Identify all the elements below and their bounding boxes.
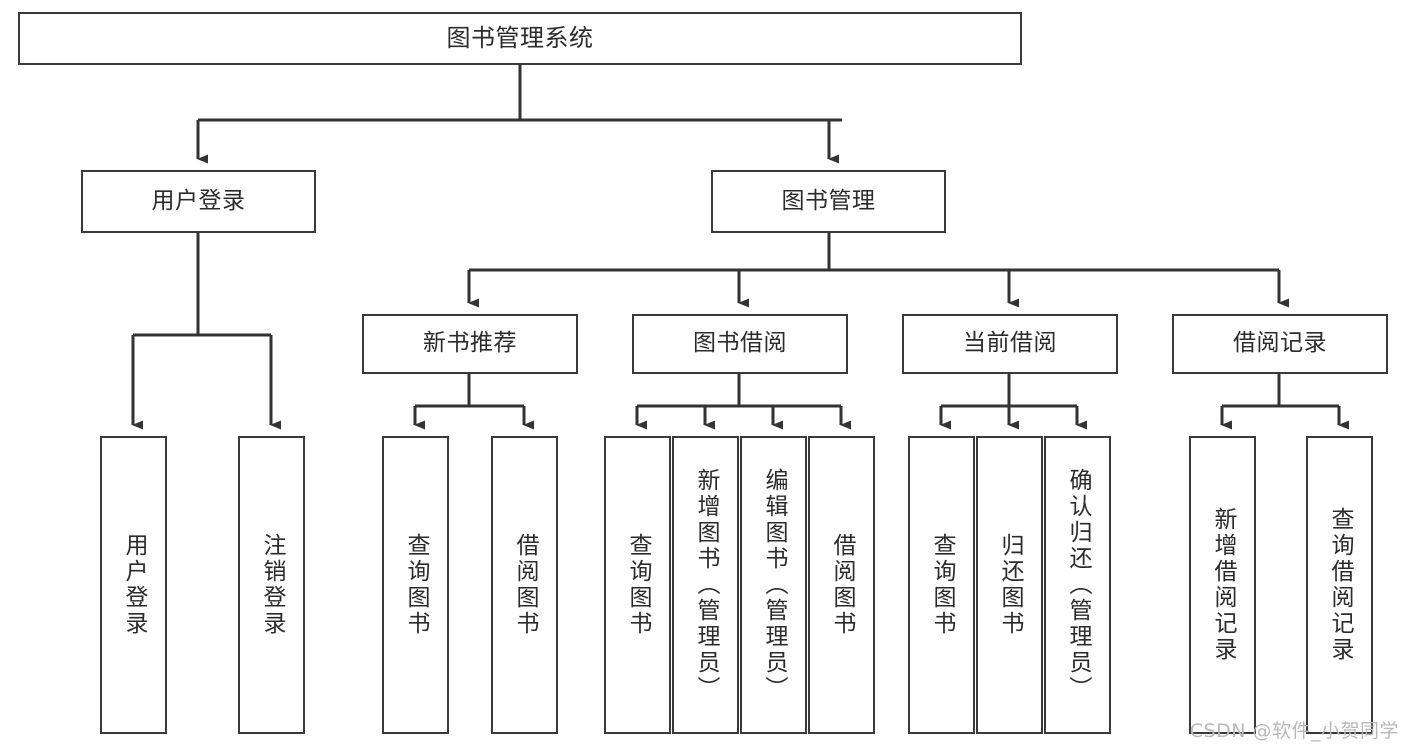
node-label: 注销登录 xyxy=(259,533,285,637)
leaf-edit-book[interactable]: 编辑图书（管理员） xyxy=(740,436,807,734)
node-label: 新增图书（管理员） xyxy=(693,468,719,702)
node-book-manage[interactable]: 图书管理 xyxy=(711,170,946,233)
node-label: 新书推荐 xyxy=(423,330,517,357)
node-label: 图书借阅 xyxy=(693,330,787,357)
leaf-query-book-3[interactable]: 查询图书 xyxy=(908,436,975,734)
node-label: 查询借阅记录 xyxy=(1327,507,1353,663)
leaf-query-borrow-record[interactable]: 查询借阅记录 xyxy=(1306,436,1373,734)
node-book-borrow[interactable]: 图书借阅 xyxy=(632,314,848,374)
node-label: 编辑图书（管理员） xyxy=(761,468,787,702)
leaf-user-login[interactable]: 用户登录 xyxy=(100,436,167,734)
node-user-login[interactable]: 用户登录 xyxy=(81,170,316,233)
leaf-add-book[interactable]: 新增图书（管理员） xyxy=(672,436,739,734)
leaf-add-borrow-record[interactable]: 新增借阅记录 xyxy=(1189,436,1256,734)
node-current-borrow[interactable]: 当前借阅 xyxy=(902,314,1118,374)
node-borrow-record[interactable]: 借阅记录 xyxy=(1172,314,1388,374)
node-label: 用户登录 xyxy=(121,533,147,637)
node-root-system[interactable]: 图书管理系统 xyxy=(18,12,1022,65)
watermark: CSDN @软件_小贺同学 xyxy=(1189,720,1399,742)
node-label: 图书管理 xyxy=(781,187,876,214)
node-label: 借阅记录 xyxy=(1233,330,1327,357)
node-new-book-recommend[interactable]: 新书推荐 xyxy=(362,314,578,374)
node-label: 图书管理系统 xyxy=(446,24,594,53)
node-label: 借阅图书 xyxy=(829,533,855,637)
node-label: 查询图书 xyxy=(625,533,651,637)
node-label: 借阅图书 xyxy=(512,533,538,637)
leaf-confirm-return[interactable]: 确认归还（管理员） xyxy=(1044,436,1111,734)
node-label: 新增借阅记录 xyxy=(1210,507,1236,663)
leaf-borrow-book-2[interactable]: 借阅图书 xyxy=(808,436,875,734)
node-label: 当前借阅 xyxy=(963,330,1057,357)
leaf-logout[interactable]: 注销登录 xyxy=(238,436,305,734)
node-label: 查询图书 xyxy=(929,533,955,637)
node-label: 归还图书 xyxy=(997,533,1023,637)
leaf-query-book-1[interactable]: 查询图书 xyxy=(382,436,449,734)
node-label: 用户登录 xyxy=(151,187,246,214)
leaf-query-book-2[interactable]: 查询图书 xyxy=(604,436,671,734)
leaf-return-book[interactable]: 归还图书 xyxy=(976,436,1043,734)
node-label: 确认归还（管理员） xyxy=(1065,468,1091,702)
leaf-borrow-book-1[interactable]: 借阅图书 xyxy=(491,436,558,734)
node-label: 查询图书 xyxy=(403,533,429,637)
